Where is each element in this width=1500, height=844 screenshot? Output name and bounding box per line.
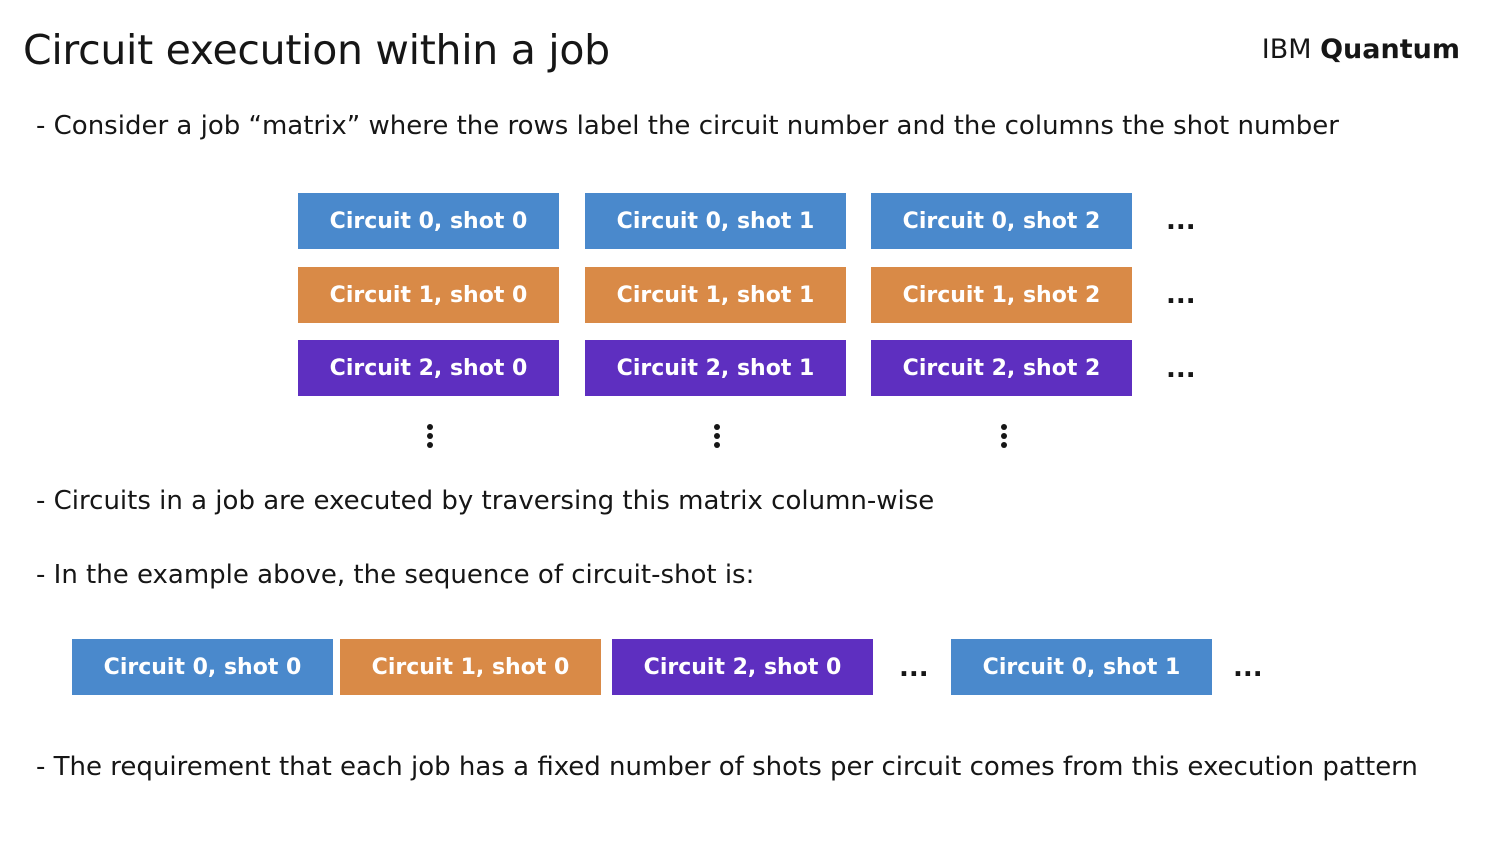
sequence-ellipsis-middle: ... [899,653,929,683]
sequence-item-1: Circuit 0, shot 0 [72,639,333,695]
row-2-ellipsis: ... [1166,354,1196,384]
brand-logo: IBM Quantum [1262,34,1460,65]
column-2-vertical-ellipsis-icon [1001,424,1007,451]
bullet-job-matrix: - Consider a job “matrix” where the rows… [36,111,1339,141]
matrix-cell-c0-s2: Circuit 0, shot 2 [871,193,1132,249]
matrix-cell-c1-s0: Circuit 1, shot 0 [298,267,559,323]
bullet-requirement: - The requirement that each job has a fi… [36,752,1418,782]
matrix-cell-c2-s0: Circuit 2, shot 0 [298,340,559,396]
matrix-cell-c1-s2: Circuit 1, shot 2 [871,267,1132,323]
row-0-ellipsis: ... [1166,206,1196,236]
matrix-cell-c2-s2: Circuit 2, shot 2 [871,340,1132,396]
page-title: Circuit execution within a job [23,26,610,74]
bullet-sequence-intro: - In the example above, the sequence of … [36,560,755,590]
sequence-item-4: Circuit 0, shot 1 [951,639,1212,695]
sequence-ellipsis-end: ... [1233,653,1263,683]
bullet-column-wise: - Circuits in a job are executed by trav… [36,486,935,516]
brand-name: Quantum [1320,34,1460,65]
sequence-item-3: Circuit 2, shot 0 [612,639,873,695]
matrix-cell-c1-s1: Circuit 1, shot 1 [585,267,846,323]
matrix-cell-c2-s1: Circuit 2, shot 1 [585,340,846,396]
sequence-item-2: Circuit 1, shot 0 [340,639,601,695]
column-1-vertical-ellipsis-icon [714,424,720,451]
row-1-ellipsis: ... [1166,280,1196,310]
brand-prefix: IBM [1261,34,1312,65]
matrix-cell-c0-s0: Circuit 0, shot 0 [298,193,559,249]
column-0-vertical-ellipsis-icon [427,424,433,451]
matrix-cell-c0-s1: Circuit 0, shot 1 [585,193,846,249]
